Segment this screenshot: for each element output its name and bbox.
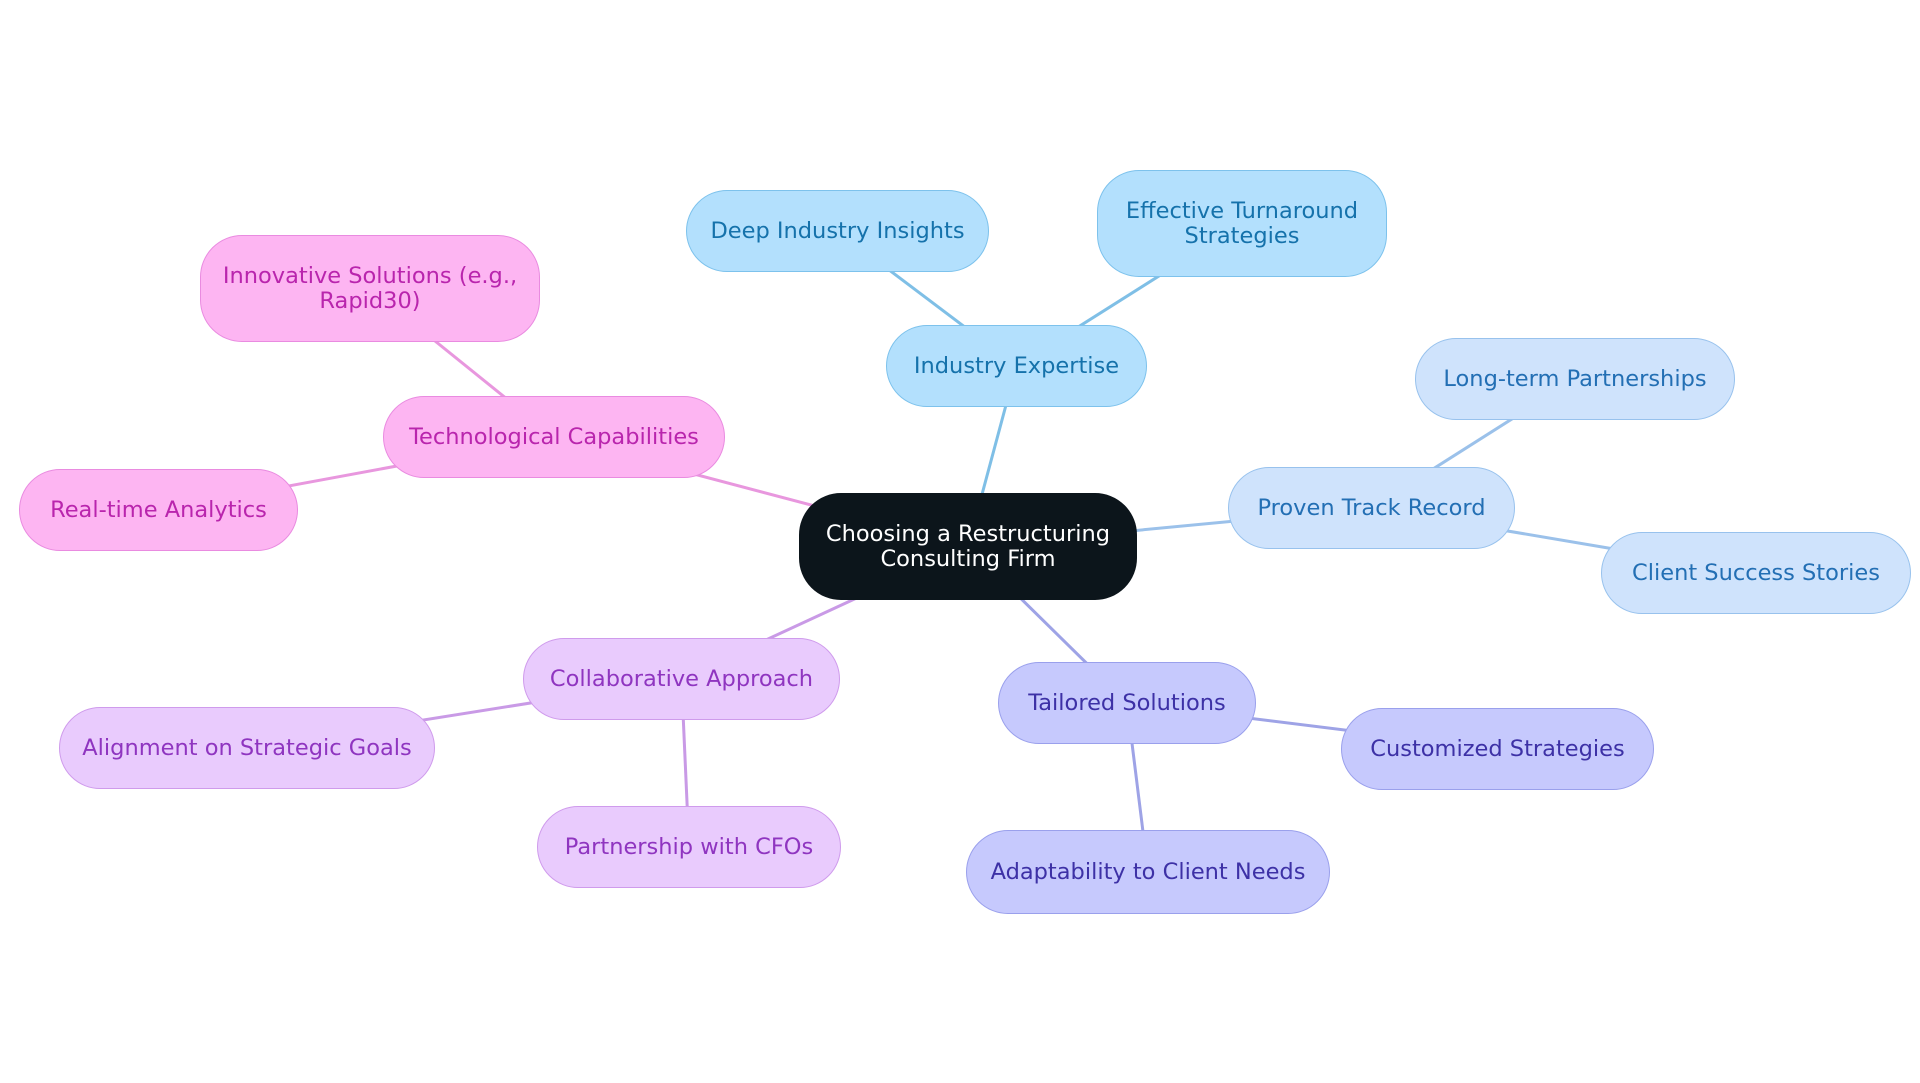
node-adaptability-to-client-needs: Adaptability to Client Needs xyxy=(966,830,1330,914)
node-label: Partnership with CFOs xyxy=(564,833,814,860)
node-deep-industry-insights: Deep Industry Insights xyxy=(686,190,989,272)
node-tailored-solutions: Tailored Solutions xyxy=(998,662,1256,744)
node-technological-capabilities: Technological Capabilities xyxy=(383,396,725,478)
node-innovative-solutions: Innovative Solutions (e.g., Rapid30) xyxy=(200,235,540,342)
root-node: Choosing a Restructuring Consulting Firm xyxy=(799,493,1137,600)
node-label: Client Success Stories xyxy=(1632,559,1880,586)
node-label: Real-time Analytics xyxy=(50,496,267,523)
node-label: Innovative Solutions (e.g., Rapid30) xyxy=(222,262,518,314)
node-proven-track-record: Proven Track Record xyxy=(1228,467,1515,549)
node-label: Collaborative Approach xyxy=(549,665,814,692)
node-label: Alignment on Strategic Goals xyxy=(82,734,412,761)
node-customized-strategies: Customized Strategies xyxy=(1341,708,1654,790)
node-label: Long-term Partnerships xyxy=(1443,365,1707,392)
root-node-label: Choosing a Restructuring Consulting Firm xyxy=(825,520,1111,572)
node-label: Customized Strategies xyxy=(1370,735,1625,762)
node-real-time-analytics: Real-time Analytics xyxy=(19,469,298,551)
node-label: Effective Turnaround Strategies xyxy=(1125,197,1359,249)
node-label: Industry Expertise xyxy=(913,352,1120,379)
node-alignment-on-strategic-goals: Alignment on Strategic Goals xyxy=(59,707,435,789)
node-label: Adaptability to Client Needs xyxy=(990,858,1306,885)
node-label: Proven Track Record xyxy=(1257,494,1486,521)
node-label: Deep Industry Insights xyxy=(710,217,965,244)
node-label: Tailored Solutions xyxy=(1028,689,1226,716)
node-partnership-with-cfos: Partnership with CFOs xyxy=(537,806,841,888)
node-client-success-stories: Client Success Stories xyxy=(1601,532,1911,614)
node-effective-turnaround-strategies: Effective Turnaround Strategies xyxy=(1097,170,1387,277)
node-industry-expertise: Industry Expertise xyxy=(886,325,1147,407)
node-collaborative-approach: Collaborative Approach xyxy=(523,638,840,720)
node-long-term-partnerships: Long-term Partnerships xyxy=(1415,338,1735,420)
node-label: Technological Capabilities xyxy=(409,423,699,450)
